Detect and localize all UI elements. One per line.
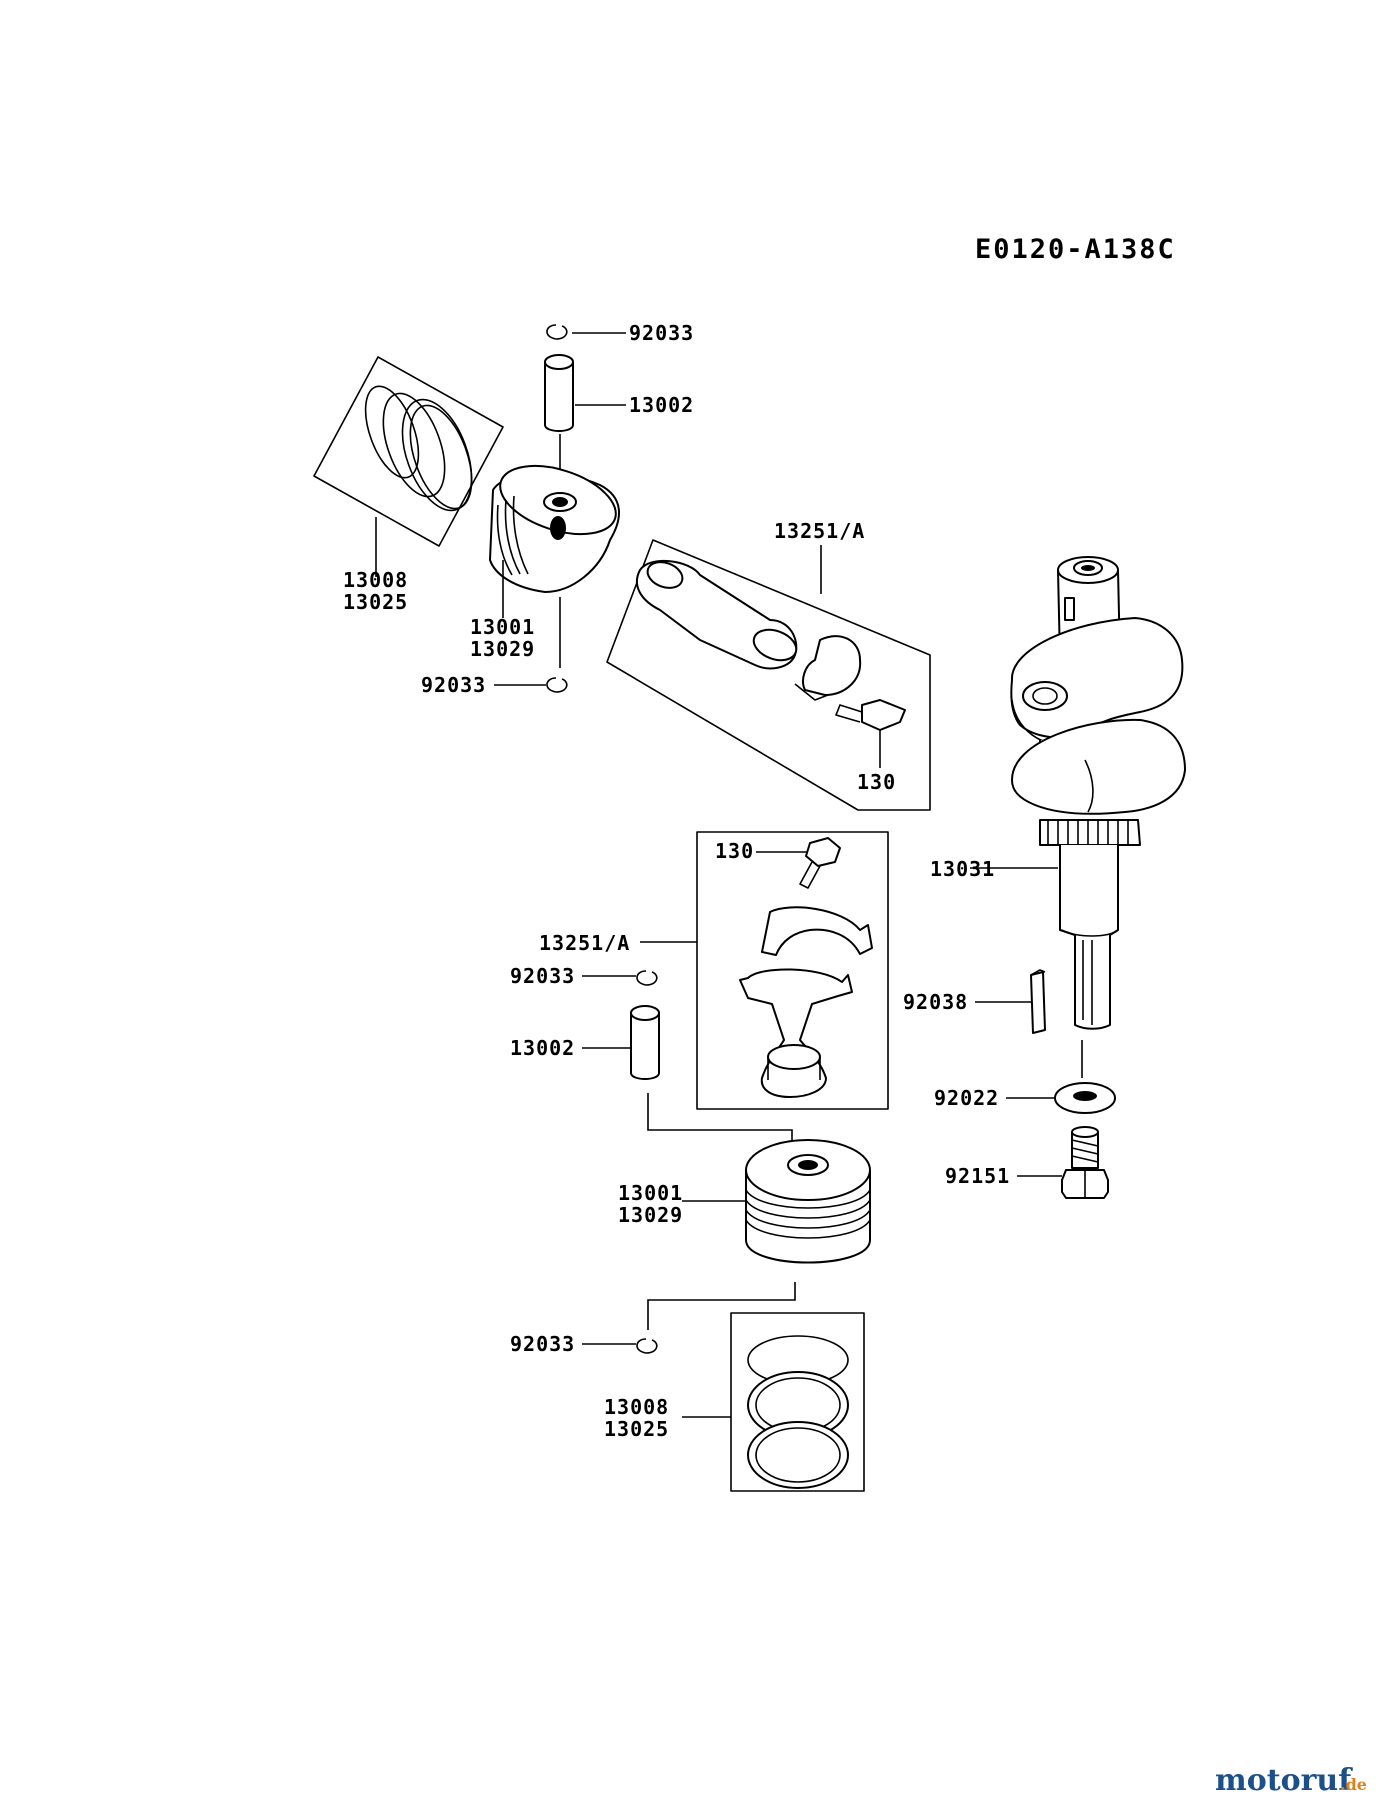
watermark-brand: motoruf — [1215, 1763, 1353, 1798]
callout-13031: 13031 — [930, 857, 995, 881]
callout-92033-top: 92033 — [629, 321, 694, 345]
bolt-part — [799, 837, 841, 889]
conrod-group-box — [606, 539, 931, 811]
woodruff-key-part — [1030, 969, 1046, 1034]
callout-92038: 92038 — [903, 990, 968, 1014]
callout-13025-top: 13025 — [343, 590, 408, 614]
piston-pin-part — [630, 1005, 660, 1080]
piston-ring-set-part — [730, 1312, 865, 1492]
bolt-part — [835, 699, 906, 731]
callout-13025-bottom: 13025 — [604, 1417, 669, 1441]
circlip-part — [546, 324, 568, 340]
piston-pin-part — [544, 354, 574, 432]
circlip-part — [636, 1338, 658, 1354]
piston-part — [489, 464, 620, 593]
conrod-group-box-2 — [696, 831, 889, 1110]
callout-13008-top: 13008 — [343, 568, 408, 592]
callout-13029-top: 13029 — [470, 637, 535, 661]
callout-13029-mid: 13029 — [618, 1203, 683, 1227]
callout-130-mid: 130 — [715, 839, 754, 863]
callout-130-top: 130 — [857, 770, 896, 794]
connecting-rod-part — [739, 906, 873, 1098]
diagram-code: E0120-A138C — [975, 234, 1176, 265]
callout-92033-bottom: 92033 — [510, 1332, 575, 1356]
callout-13002-top: 13002 — [629, 393, 694, 417]
circlip-part — [636, 970, 658, 986]
connecting-rod-part — [635, 559, 862, 701]
callout-92033-mid: 92033 — [510, 964, 575, 988]
callout-92022: 92022 — [934, 1086, 999, 1110]
circlip-part — [546, 677, 568, 693]
callout-13001-mid: 13001 — [618, 1181, 683, 1205]
watermark-logo: motoruf .de — [1215, 1763, 1367, 1798]
callout-13251a-top: 13251/A — [774, 519, 865, 543]
callout-13251a-mid: 13251/A — [539, 931, 630, 955]
callout-92151: 92151 — [945, 1164, 1010, 1188]
callout-13002-mid: 13002 — [510, 1036, 575, 1060]
callout-13008-bottom: 13008 — [604, 1395, 669, 1419]
watermark-tld: .de — [1340, 1775, 1367, 1794]
crankshaft-part — [1010, 556, 1186, 1030]
bolt-part — [1061, 1126, 1109, 1199]
piston-ring-set-part — [313, 356, 504, 547]
callout-13001-top: 13001 — [470, 615, 535, 639]
piston-part — [745, 1139, 871, 1264]
washer-part — [1054, 1082, 1116, 1114]
callout-92033-left: 92033 — [421, 673, 486, 697]
